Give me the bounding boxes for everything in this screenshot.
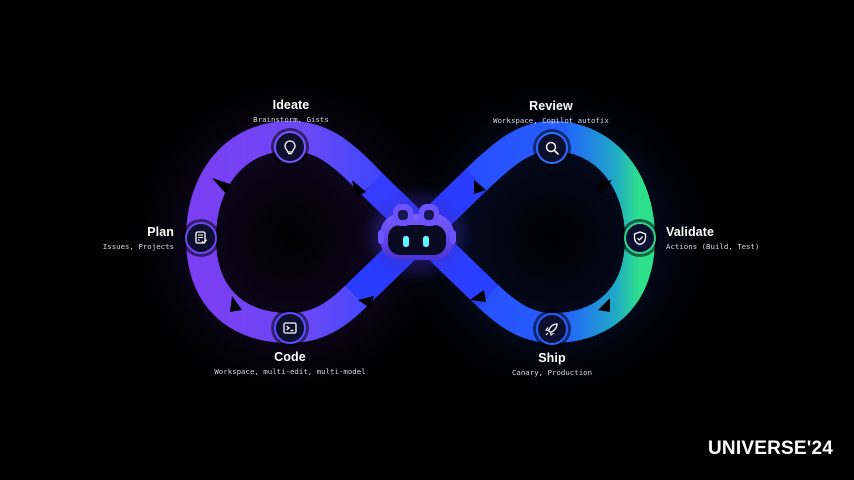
segment-notches [212,178,612,312]
node-review [533,129,571,167]
stage-subtitle-ship: Canary, Production [511,368,593,377]
stage-title-code: Code [274,350,306,364]
right-glow [385,68,725,408]
brand-mark: '24 [806,438,833,459]
lightbulb-icon [284,140,296,155]
stage-subtitle-plan: Issues, Projects [102,242,174,251]
node-ship [533,310,571,348]
copilot-mascot [371,194,463,274]
node-code [271,309,309,347]
stage-subtitle-code: Workspace, multi-edit, multi-model [214,367,366,376]
checklist-icon [195,231,208,245]
stage-title-plan: Plan [147,225,174,239]
stage-subtitle-ideate: Brainstorm, Gists [253,115,329,124]
label-validate: Validate Actions (Build, Test) [666,225,786,252]
mascot-right-eye [423,236,429,247]
node-circle-validate [624,222,656,254]
brand-name: UNIVERSE [708,438,807,459]
terminal-icon [283,322,297,334]
node-circle-code [274,312,306,344]
node-circle-review [536,132,568,164]
stage-subtitle-review: Workspace, Copilot autofix [493,116,609,125]
stage-title-review: Review [529,99,573,113]
stage-title-ideate: Ideate [272,98,310,112]
node-plan [182,219,220,257]
search-icon [545,141,559,155]
label-code: Code Workspace, multi-edit, multi-model [195,350,385,377]
node-validate [621,219,659,257]
universe-logo: UNIVERSE'24 [708,438,833,460]
label-plan: Plan Issues, Projects [70,225,174,252]
mascot-left-eye [403,236,409,247]
left-glow [120,68,460,408]
label-ship: Ship Canary, Production [492,351,612,378]
label-review: Review Workspace, Copilot autofix [476,99,626,126]
stage-subtitle-validate: Actions (Build, Test) [666,242,760,251]
node-circle-ideate [274,131,306,163]
node-circle-ship [536,313,568,345]
label-ideate: Ideate Brainstorm, Gists [236,98,346,125]
stage-title-validate: Validate [666,225,715,239]
stage-title-ship: Ship [538,351,566,365]
shield-check-icon [633,231,647,246]
rocket-icon [545,323,558,336]
node-ideate [271,128,309,166]
